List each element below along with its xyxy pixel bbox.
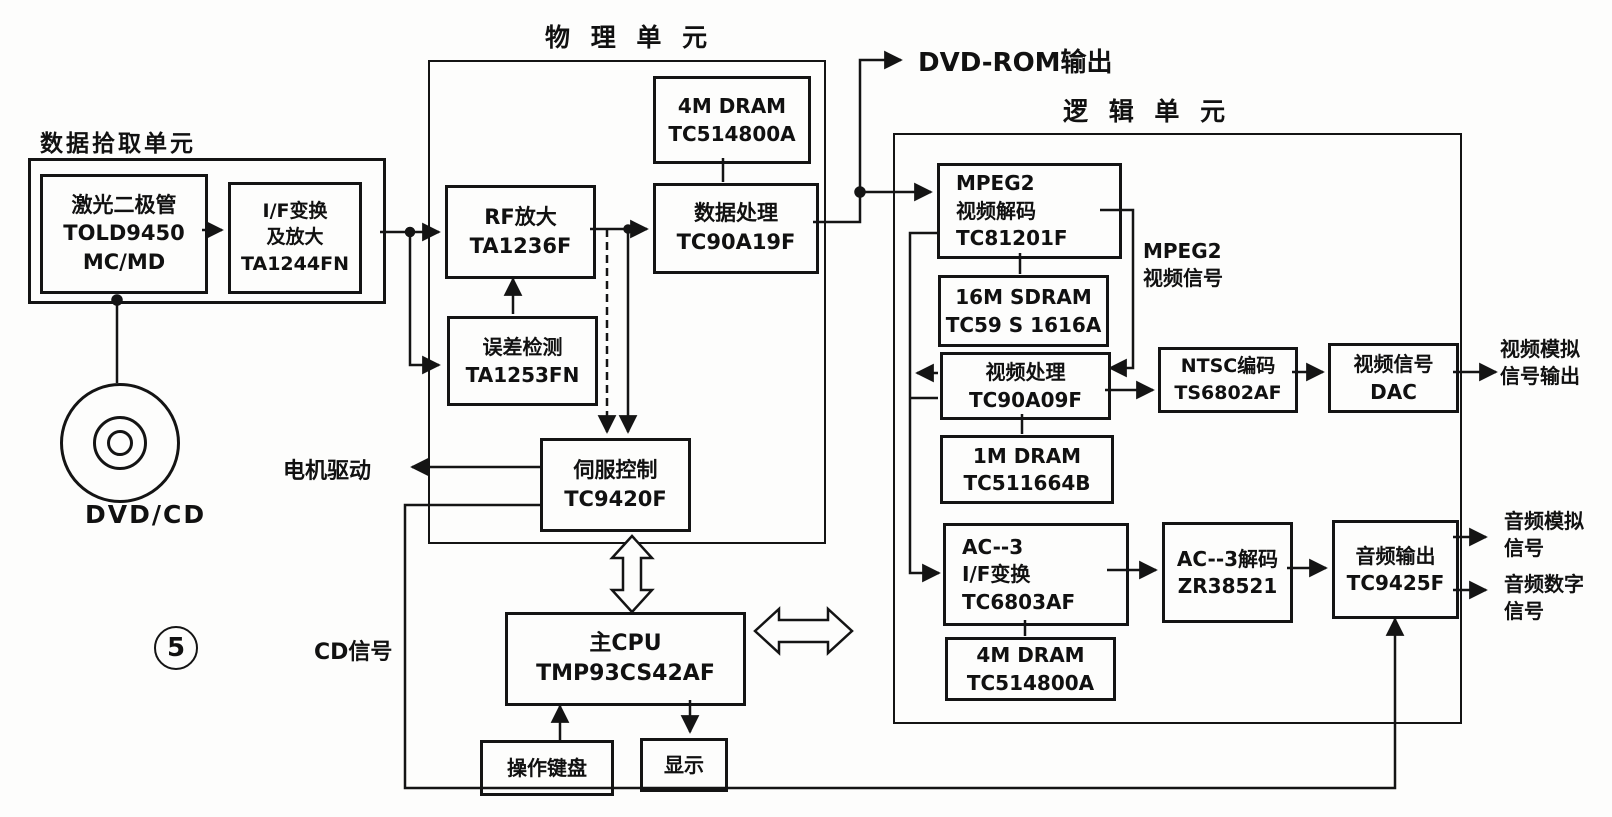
rf-amp-block: RF放大 TA1236F — [445, 185, 596, 279]
disc-icon-center — [107, 430, 133, 456]
audio-analog-signal-label-line-0: 音频模拟 — [1504, 509, 1584, 533]
main-cpu-block-line-0: 主CPU — [589, 630, 662, 656]
cd-signal-label: CD信号 — [314, 640, 393, 665]
ac3-if-conversion-block-line-0: AC--3 — [962, 534, 1024, 559]
error-detect-block-line-0: 误差检测 — [482, 335, 563, 360]
ac3-if-conversion-block-line-2: TC6803AF — [962, 589, 1076, 614]
if-conversion-amp-block-line-2: TA1244FN — [241, 252, 349, 275]
cpu-logic-bus-arrow — [753, 606, 854, 656]
audio-digital-signal-label-line-1: 信号 — [1504, 599, 1544, 623]
ac3-decoder-block-line-0: AC--3解码 — [1176, 546, 1279, 571]
servo-control-block-line-1: TC9420F — [564, 486, 667, 511]
keyboard-block: 操作键盘 — [480, 740, 614, 796]
keyboard-block-line-0: 操作键盘 — [507, 755, 587, 780]
dram-4m-physical-block-line-0: 4M DRAM — [677, 94, 787, 119]
if-conversion-amp-block-line-1: 及放大 — [266, 226, 324, 249]
mpeg2-video-signal-label-line-0: MPEG2 — [1143, 239, 1222, 263]
dram-1m-block: 1M DRAM TC511664B — [940, 435, 1114, 504]
rf-amp-block-line-0: RF放大 — [484, 204, 557, 229]
sdram-16m-block-line-1: TC59 S 1616A — [945, 312, 1102, 337]
physical-section-title: 物 理 单 元 — [545, 23, 714, 52]
servo-cpu-bus-arrow — [609, 534, 655, 614]
audio-digital-signal-label-line-0: 音频数字 — [1504, 572, 1584, 596]
laser-diode-block-line-1: TOLD9450 — [63, 221, 185, 246]
mpeg2-video-signal-label-line-1: 视频信号 — [1143, 266, 1223, 290]
dram-4m-physical-block-line-1: TC514800A — [668, 121, 796, 146]
mpeg2-decoder-block-line-0: MPEG2 — [956, 171, 1035, 196]
pickup-section-title: 数据拾取单元 — [40, 131, 196, 157]
motor-drive-label: 电机驱动 — [283, 459, 372, 484]
video-processing-block-line-1: TC90A09F — [968, 387, 1083, 412]
logic-section-title: 逻 辑 单 元 — [1063, 97, 1232, 126]
main-cpu-block: 主CPU TMP93CS42AF — [505, 612, 746, 706]
error-detect-block-line-1: TA1253FN — [465, 362, 580, 387]
audio-output-block: 音频输出 TC9425F — [1332, 520, 1459, 619]
audio-analog-signal-label: 音频模拟信号 — [1504, 508, 1584, 562]
audio-output-block-line-1: TC9425F — [1346, 571, 1445, 595]
display-block: 显示 — [640, 738, 728, 792]
ntsc-encoder-block-line-0: NTSC编码 — [1180, 355, 1276, 378]
ac3-decoder-block-line-1: ZR38521 — [1177, 574, 1278, 598]
servo-control-block-line-0: 伺服控制 — [573, 457, 658, 482]
data-processing-block: 数据处理 TC90A19F — [653, 183, 819, 274]
junction-dot — [854, 186, 866, 198]
data-processing-block-line-0: 数据处理 — [694, 201, 778, 226]
video-processing-block-line-0: 视频处理 — [985, 360, 1066, 385]
video-dac-block-line-0: 视频信号 — [1353, 352, 1434, 377]
dram-4m-logic-block-line-0: 4M DRAM — [976, 643, 1085, 668]
ac3-if-conversion-block-line-1: I/F变换 — [962, 562, 1031, 587]
video-dac-block-line-1: DAC — [1370, 379, 1417, 404]
junction-dot — [404, 226, 416, 238]
laser-diode-block-line-2: MC/MD — [82, 249, 166, 274]
display-block-line-0: 显示 — [664, 752, 704, 777]
dram-1m-block-line-0: 1M DRAM — [972, 443, 1082, 468]
sdram-16m-block-line-0: 16M SDRAM — [955, 285, 1092, 310]
video-analog-output-label-line-1: 信号输出 — [1500, 364, 1580, 388]
servo-control-block: 伺服控制 TC9420F — [540, 438, 691, 532]
audio-output-block-line-0: 音频输出 — [1355, 543, 1436, 568]
mpeg2-decoder-block-line-2: TC81201F — [956, 226, 1068, 251]
video-analog-output-label-line-0: 视频模拟 — [1500, 337, 1580, 361]
ac3-decoder-block: AC--3解码 ZR38521 — [1162, 522, 1293, 623]
if-conversion-amp-block-line-0: I/F变换 — [262, 200, 328, 223]
mpeg2-video-signal-label: MPEG2 视频信号 — [1143, 238, 1223, 292]
main-cpu-block-line-1: TMP93CS42AF — [536, 660, 715, 686]
ntsc-encoder-block: NTSC编码 TS6802AF — [1158, 347, 1298, 413]
audio-analog-signal-label-line-1: 信号 — [1504, 536, 1544, 560]
laser-diode-block-line-0: 激光二极管 — [71, 192, 177, 217]
dram-1m-block-line-1: TC511664B — [963, 471, 1091, 495]
disc-label: DVD/CD — [85, 500, 207, 529]
dram-4m-logic-block-line-1: TC514800A — [966, 670, 1095, 695]
data-processing-block-line-1: TC90A19F — [676, 230, 796, 254]
rf-amp-block-line-1: TA1236F — [469, 233, 572, 258]
video-analog-output-label: 视频模拟信号输出 — [1500, 336, 1580, 390]
mpeg2-decoder-block-line-1: 视频解码 — [956, 198, 1036, 223]
figure-number-badge: 5 — [154, 626, 198, 670]
if-conversion-amp-block: I/F变换及放大 TA1244FN — [228, 182, 362, 294]
audio-digital-signal-label: 音频数字信号 — [1504, 571, 1584, 625]
dvd-rom-output-label: DVD-ROM输出 — [918, 48, 1113, 78]
ntsc-encoder-block-line-1: TS6802AF — [1174, 381, 1282, 404]
